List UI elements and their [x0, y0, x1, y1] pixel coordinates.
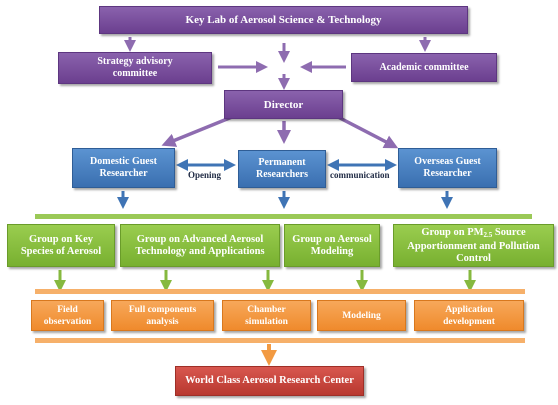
activity-chamber-label: Chamber simulation [245, 304, 288, 327]
group-pm-label: Group on PM2.5 Source Apportionment and … [407, 227, 539, 265]
arrow-director-domestic [161, 115, 233, 147]
group-pm-prefix: Group on PM [421, 226, 484, 238]
activity-modeling-label: Modeling [342, 310, 381, 321]
director-label: Director [263, 98, 304, 111]
opening-label: Opening [188, 170, 222, 180]
activity-modeling-box: Modeling [317, 300, 406, 331]
communication-label: communication [330, 170, 390, 180]
group-modeling-label: Group on Aerosol Modeling [292, 233, 372, 257]
group-key-species-box: Group on Key Species of Aerosol [7, 224, 115, 267]
permanent-researchers-label: Permanent Researchers [255, 157, 309, 180]
activity-field-box: Field observation [31, 300, 104, 331]
group-advanced-box: Group on Advanced Aerosol Technology and… [120, 224, 280, 267]
world-class-center-label: World Class Aerosol Research Center [185, 375, 354, 386]
strategy-committee-box: Strategy advisory committee [58, 52, 212, 84]
activity-application-label: Application development [443, 304, 495, 327]
academic-committee-box: Academic committee [351, 53, 497, 82]
overseas-guest-label: Overseas Guest Researcher [414, 156, 481, 179]
activity-field-label: Field observation [43, 304, 92, 327]
strategy-committee-label: Strategy advisory committee [97, 56, 173, 79]
orange-bar [35, 289, 525, 294]
green-bar [35, 214, 532, 219]
group-pm-suffix: Source Apportionment and Pollution Contr… [407, 226, 540, 264]
overseas-guest-box: Overseas Guest Researcher [398, 148, 497, 188]
group-advanced-label: Group on Advanced Aerosol Technology and… [135, 233, 265, 257]
key-lab-label: Key Lab of Aerosol Science & Technology [185, 14, 382, 26]
activity-full-label: Full components analysis [128, 304, 197, 327]
academic-committee-label: Academic committee [379, 61, 469, 73]
director-box: Director [224, 90, 343, 119]
domestic-guest-label: Domestic Guest Researcher [90, 156, 157, 179]
group-pm-sub: 2.5 [483, 230, 493, 239]
group-pm-box: Group on PM2.5 Source Apportionment and … [393, 224, 554, 267]
group-key-species-label: Group on Key Species of Aerosol [20, 233, 102, 257]
group-modeling-box: Group on Aerosol Modeling [284, 224, 380, 267]
domestic-guest-box: Domestic Guest Researcher [72, 148, 175, 188]
world-class-center-box: World Class Aerosol Research Center [175, 366, 364, 396]
orange-bar-lower [35, 338, 525, 343]
permanent-researchers-box: Permanent Researchers [238, 150, 326, 188]
activity-chamber-box: Chamber simulation [222, 300, 311, 331]
arrow-director-overseas [337, 115, 399, 149]
activity-full-box: Full components analysis [111, 300, 214, 331]
activity-application-box: Application development [414, 300, 524, 331]
key-lab-box: Key Lab of Aerosol Science & Technology [99, 6, 468, 34]
